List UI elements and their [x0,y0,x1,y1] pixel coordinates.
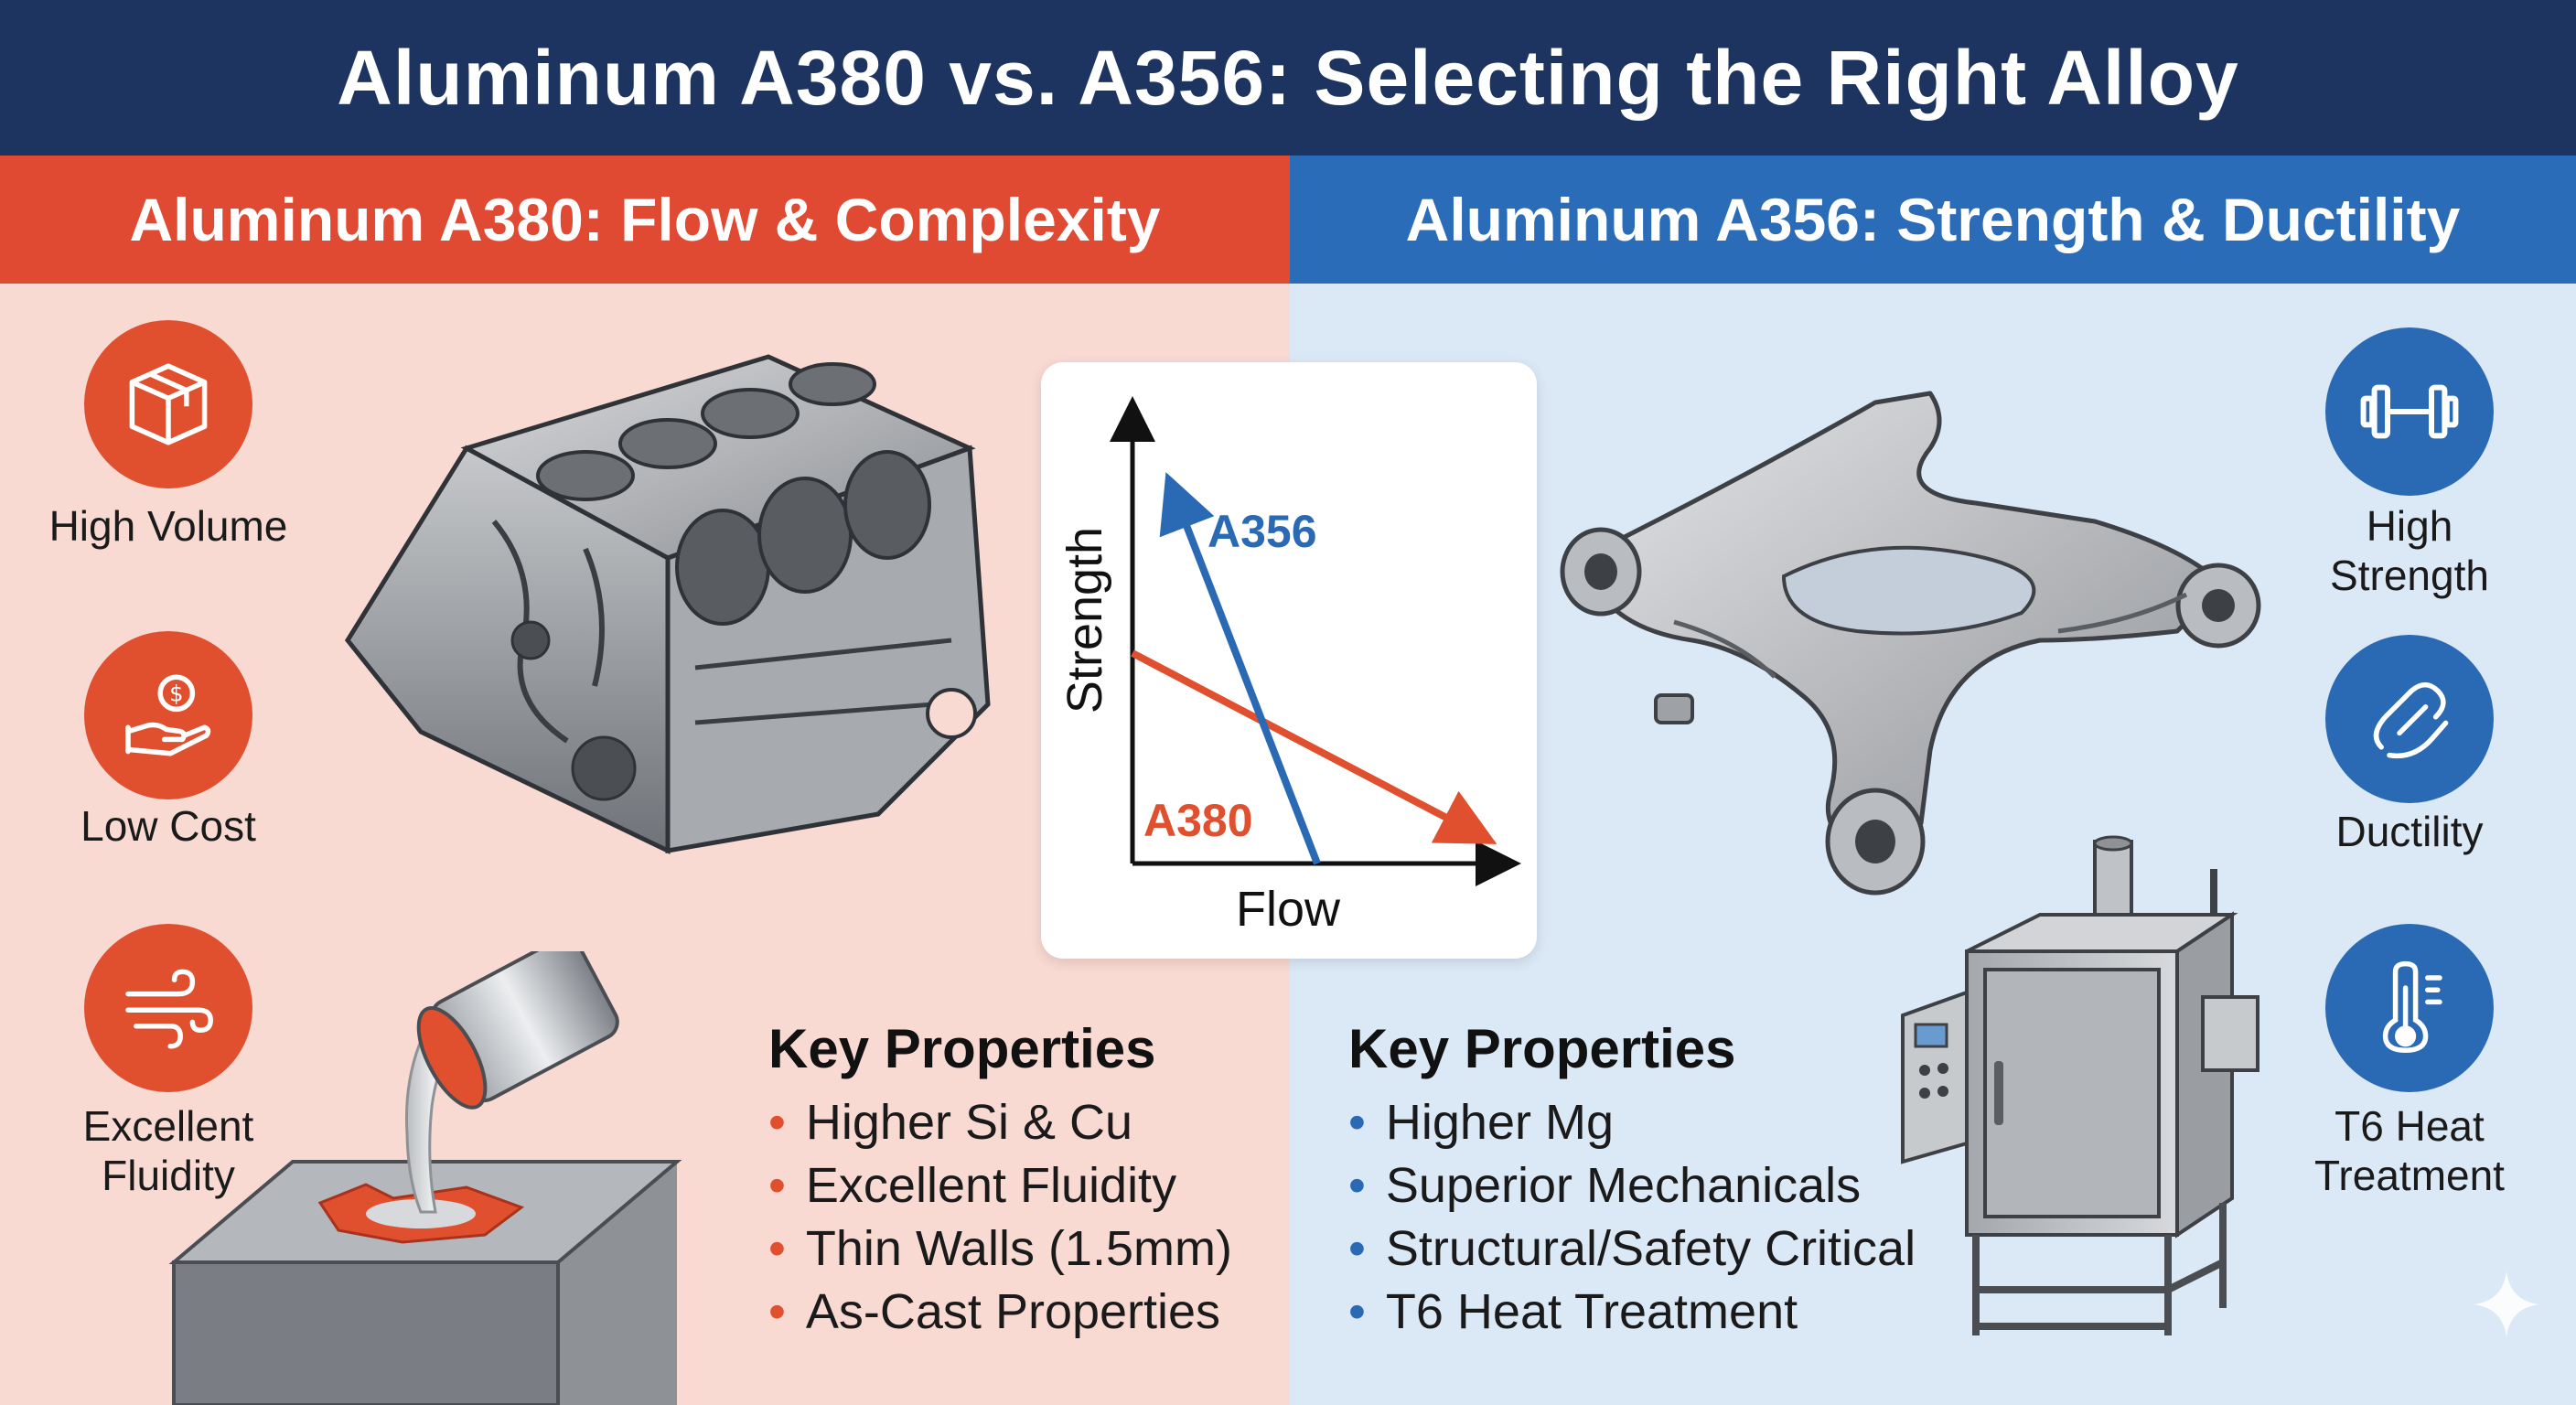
heat-treat-furnace-illustration [1901,835,2259,1335]
list-item: •T6 Heat Treatment [1348,1284,1798,1339]
list-item: •As-Cast Properties [768,1284,1221,1339]
engine-block-illustration [344,354,991,854]
list-item: •Higher Mg [1348,1095,1614,1150]
thermometer-icon [2325,924,2494,1092]
list-item: •Excellent Fluidity [768,1158,1177,1213]
a356-section-title: Aluminum A356: Strength & Ductility [1405,186,2461,253]
high-strength-label: High Strength [2330,502,2489,599]
a380-label: A380 [1143,795,1253,846]
y-axis-label: Strength [1057,527,1112,713]
suspension-subframe-illustration [1560,391,2261,896]
a380-section-title: Aluminum A380: Flow & Complexity [129,186,1161,253]
list-item: •Thin Walls (1.5mm) [768,1221,1232,1276]
a356-label: A356 [1208,506,1317,557]
strength-flow-diagram-svg: A356 A380 Flow Strength [1057,396,1521,937]
hand-coin-icon: $ [84,631,252,799]
dumbbell-icon [2325,327,2494,496]
strength-flow-diagram: A356 A380 Flow Strength [1041,362,1537,959]
package-box-icon [84,320,252,488]
a356-key-properties-title: Key Properties [1348,1018,1736,1079]
list-item: •Higher Si & Cu [768,1095,1133,1150]
sparkle-icon [2474,1271,2539,1337]
svg-text:$: $ [169,681,183,707]
title-bar: Aluminum A380 vs. A356: Selecting the Ri… [0,0,2576,156]
page-title: Aluminum A380 vs. A356: Selecting the Ri… [337,34,2239,121]
wind-flow-icon [84,924,252,1092]
list-item: •Structural/Safety Critical [1348,1221,1916,1276]
x-axis-label: Flow [1236,882,1341,937]
a356-key-properties: Key Properties •Higher Mg •Superior Mech… [1348,1017,1934,1344]
ductility-icon [2325,635,2494,803]
high-volume-label: High Volume [48,502,288,550]
a356-section-header: Aluminum A356: Strength & Ductility [1290,156,2576,284]
excellent-fluidity-label: Excellent Fluidity [82,1102,254,1199]
a380-key-properties: Key Properties •Higher Si & Cu •Excellen… [768,1017,1281,1344]
list-item: •Superior Mechanicals [1348,1158,1862,1213]
a380-properties-list: •Higher Si & Cu •Excellent Fluidity •Thi… [768,1091,1281,1344]
t6-heat-treatment-label: T6 Heat Treatment [2314,1102,2505,1199]
a356-arrow [1159,472,1321,865]
a380-arrow [1131,649,1497,844]
low-cost-label: Low Cost [80,802,256,850]
a380-section-header: Aluminum A380: Flow & Complexity [0,156,1290,284]
a380-key-properties-title: Key Properties [768,1018,1156,1079]
ductility-label: Ductility [2335,808,2484,855]
molten-metal-pour-illustration [168,951,682,1405]
a356-properties-list: •Higher Mg •Superior Mechanicals •Struct… [1348,1091,1934,1344]
